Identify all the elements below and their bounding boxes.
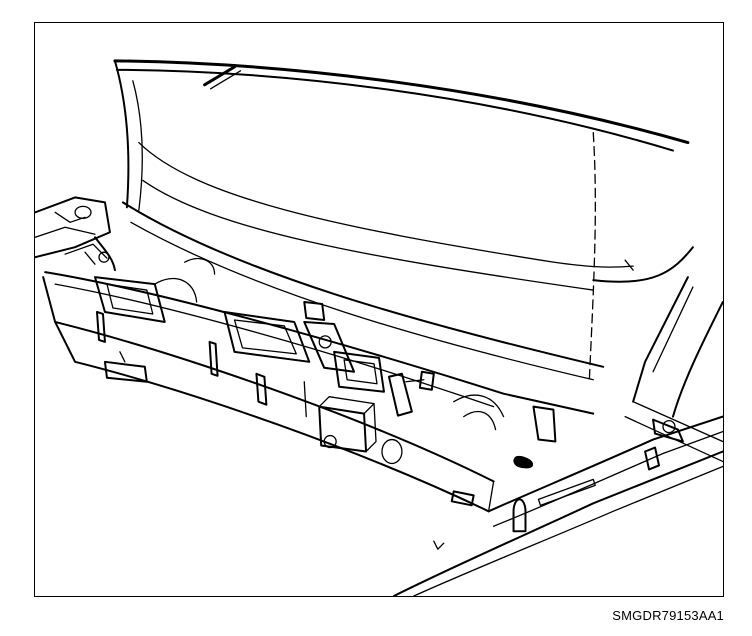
right-pillar xyxy=(624,276,723,463)
cowl-tray xyxy=(44,251,595,469)
cowl-illustration xyxy=(35,59,723,596)
left-fender xyxy=(35,196,116,272)
lower-front-sheet xyxy=(392,415,723,596)
illustration-frame xyxy=(34,22,724,597)
figure-code: SMGDR79153AA1 xyxy=(612,608,724,623)
cowl-front-panel xyxy=(42,276,495,513)
windshield xyxy=(113,59,694,383)
